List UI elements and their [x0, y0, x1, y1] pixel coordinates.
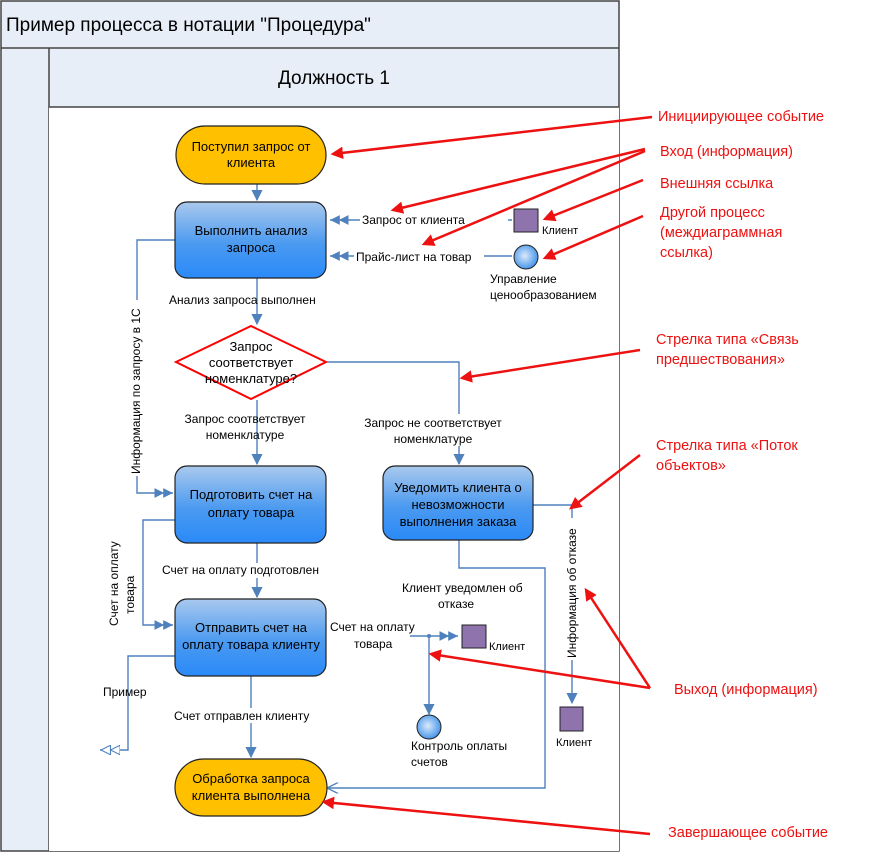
client-square-icon: [461, 624, 487, 649]
arrow-input-1: [390, 147, 646, 214]
annotation-other-process-line-2: (междиаграммная: [660, 225, 782, 241]
label-analysis-done: Анализ запроса выполнен: [169, 293, 316, 307]
payment-control-line-1: Контроль оплаты: [411, 739, 507, 753]
start-event-line-1: Поступил запрос от: [192, 139, 311, 154]
decision-line-3: номенклатуре?: [205, 371, 297, 386]
pricing-label-line-1: Управление: [490, 272, 557, 286]
client-3-label: Клиент: [556, 737, 592, 749]
diagram-title: Пример процесса в нотации "Процедура": [6, 15, 371, 36]
decision-matches-catalog[interactable]: Запрос соответствует номенклатуре?: [173, 324, 329, 401]
process-ref-pricing[interactable]: Управление ценообразованием: [490, 244, 597, 302]
task-analyze-line-2: запроса: [227, 240, 276, 255]
label-invoice-out-line-1: Счет на оплату: [330, 620, 415, 634]
label-price-list: Прайс-лист на товар: [356, 250, 472, 264]
start-event[interactable]: Поступил запрос от клиента: [175, 125, 327, 185]
annotation-object-flow-line-2: объектов»: [656, 458, 726, 474]
task-send-line-2: оплату товара клиенту: [182, 637, 320, 652]
arrow-external-link: [542, 178, 644, 222]
flow-notified-to-end: [327, 540, 546, 788]
arrow-initiating-event: [330, 115, 653, 160]
arrow-output-1: [428, 649, 651, 690]
label-not-matches-line-1: Запрос не соответствует: [364, 416, 502, 430]
arrow-input-2: [421, 149, 646, 246]
label-matches-line-1: Запрос соответствует: [185, 412, 306, 426]
lane-title: Должность 1: [278, 68, 390, 89]
annotation-external-link: Внешняя ссылка: [660, 176, 774, 192]
label-invoice-side-line-1: Счет на оплату: [107, 541, 121, 626]
annotation-other-process-line-3: ссылка): [660, 245, 713, 261]
task-analyze-line-1: Выполнить анализ: [195, 223, 308, 238]
label-info-1c: Информация по запросу в 1С: [129, 308, 143, 474]
annotation-other-process-line-1: Другой процесс: [660, 205, 765, 221]
label-refusal-info: Информация об отказе: [565, 528, 579, 658]
arrow-other-process: [542, 214, 644, 260]
task-analyze-request[interactable]: Выполнить анализ запроса: [174, 201, 327, 279]
label-invoice-prepared: Счет на оплату подготовлен: [162, 563, 319, 577]
label-not-matches-line-2: номенклатуре: [394, 432, 473, 446]
process-circle-icon: [513, 244, 539, 270]
task-send-invoice[interactable]: Отправить счет на оплату товара клиенту: [174, 598, 327, 677]
annotation-final-event: Завершающее событие: [668, 825, 828, 841]
task-prepare-invoice[interactable]: Подготовить счет на оплату товара: [174, 465, 327, 544]
flow-example: [100, 655, 175, 750]
decision-line-2: соответствует: [209, 355, 293, 370]
process-ref-payment-control[interactable]: Контроль оплаты счетов: [411, 714, 507, 769]
annotation-arrows: [321, 115, 653, 836]
arrow-precedence: [459, 348, 641, 383]
label-matches-line-2: номенклатуре: [206, 428, 285, 442]
pricing-label-line-2: ценообразованием: [490, 288, 597, 302]
label-invoice-out-line-2: товара: [354, 637, 393, 651]
arrow-output-2: [584, 587, 652, 689]
flow-invoice-side: [142, 519, 175, 630]
client-1-label: Клиент: [542, 225, 578, 237]
label-invoice-sent: Счет отправлен клиенту: [174, 709, 309, 723]
task-notify-line-3: выполнения заказа: [400, 514, 518, 529]
arrow-final-event: [321, 796, 651, 836]
task-prepare-line-1: Подготовить счет на: [190, 487, 313, 502]
client-2-label: Клиент: [489, 641, 525, 653]
task-prepare-line-2: оплату товара: [208, 505, 295, 520]
label-client-notified-line-1: Клиент уведомлен об: [402, 581, 523, 595]
decision-line-1: Запрос: [229, 339, 273, 354]
client-square-icon: [559, 706, 584, 732]
label-request-from-client: Запрос от клиента: [362, 213, 465, 227]
annotation-input-info: Вход (информация): [660, 144, 793, 160]
label-invoice-side-line-2: товара: [123, 575, 137, 614]
annotation-precedence-line-1: Стрелка типа «Связь: [656, 332, 799, 348]
start-event-line-2: клиента: [227, 155, 276, 170]
end-event-line-1: Обработка запроса: [192, 771, 310, 786]
process-circle-icon: [416, 714, 442, 740]
label-client-notified-line-2: отказе: [438, 597, 474, 611]
task-send-line-1: Отправить счет на: [195, 620, 308, 635]
external-ref-client-1[interactable]: Клиент: [513, 208, 578, 237]
task-notify-line-1: Уведомить клиента о: [394, 480, 522, 495]
annotation-precedence-line-2: предшествования»: [656, 352, 785, 368]
external-ref-client-2[interactable]: Клиент: [461, 624, 525, 653]
task-notify-line-2: невозможности: [411, 497, 504, 512]
label-example: Пример: [103, 685, 147, 699]
client-square-icon: [513, 208, 539, 233]
arrow-object-flow: [569, 454, 641, 510]
annotation-initiating-event: Инициирующее событие: [658, 109, 824, 125]
task-notify-client[interactable]: Уведомить клиента о невозможности выполн…: [382, 465, 534, 541]
end-event-line-2: клиента выполнена: [192, 788, 311, 803]
end-event[interactable]: Обработка запроса клиента выполнена: [174, 758, 328, 817]
annotation-object-flow-line-1: Стрелка типа «Поток: [656, 438, 798, 454]
external-ref-client-3[interactable]: Клиент: [556, 706, 592, 749]
payment-control-line-2: счетов: [411, 755, 448, 769]
annotation-output-info: Выход (информация): [674, 682, 818, 698]
annotations: Инициирующее событие Вход (информация) В…: [656, 109, 828, 841]
